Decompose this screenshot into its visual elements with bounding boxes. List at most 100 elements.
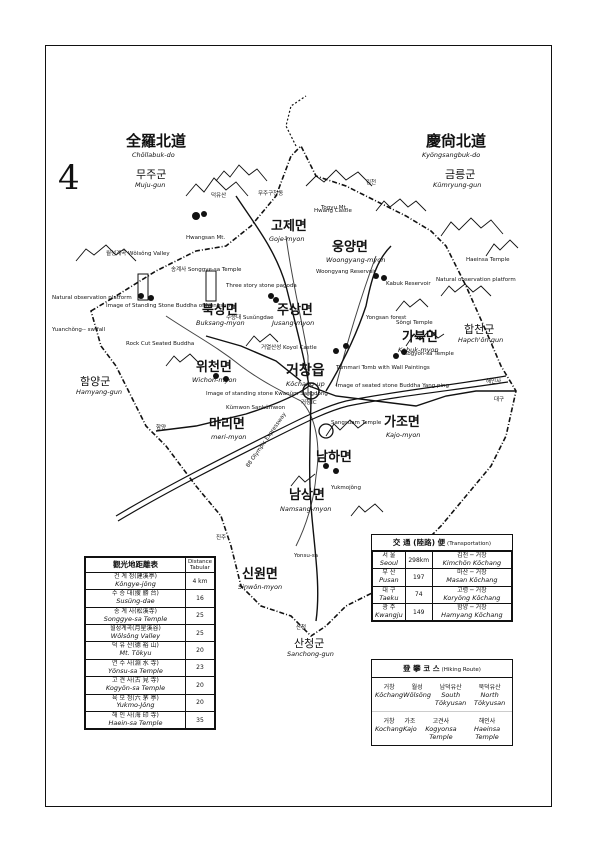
road-to-haeinsa: 해인사 (486, 379, 502, 385)
county-sancheong: 산청군 (294, 637, 325, 650)
place-suseungdae: 수승대 Susŭngdae (226, 315, 274, 321)
page-number: 4 (58, 158, 80, 198)
roads (155, 195, 516, 622)
place-koyol-castle: 거열산성 Koyol Castle (261, 345, 317, 351)
county-muju: 무주군 (136, 168, 167, 181)
hiking-table-title: 登 攀 코 스 (403, 664, 440, 673)
place-yonsusa: Yonsu-sa (294, 553, 319, 559)
rivers (165, 235, 377, 547)
place-stone-buddha: Image of seated stone Buddha Yang ping (336, 383, 449, 389)
town-wicheon-roman: Wichon-myon (192, 376, 237, 384)
place-wolsong: 월성계곡 Wŏlsŏng Valley (106, 251, 170, 257)
town-goje: 고제면 (271, 219, 307, 234)
town-buksang-roman: Buksang-myon (196, 319, 245, 327)
county-gimcheon: 금릉군 (445, 168, 476, 181)
place-standing-stone: Image of Standing Stone Buddha of Nongsa… (106, 303, 236, 309)
road-to-jinju: 진주 (216, 535, 227, 541)
province-boundary (285, 95, 307, 147)
road-to-hamyang: 함양 (156, 425, 167, 431)
standing-buddha-figure (137, 273, 149, 301)
province-gyeongbuk-hanja: 慶尙北道 (426, 132, 487, 150)
town-buksang: 북상면 (202, 303, 238, 318)
place-tummari-tomb: Tummari Tomb with Wall Paintings (336, 365, 430, 371)
place-woongyang-reservoir: Woongyang Reservoir (316, 269, 377, 275)
place-three-story: Three story stone pagoda (226, 283, 297, 289)
town-gajo: 가조면 (384, 415, 420, 430)
place-pagoda-stone: Image of standing stone Kwanŭm Sangdong (206, 391, 328, 397)
county-hamyang-roman: Hamyang-gun (76, 388, 122, 396)
province-gyeongbuk-roman: Kyŏngsangbuk-do (422, 151, 481, 159)
tree-symbols (138, 211, 407, 474)
pagoda-figure (205, 270, 217, 302)
town-sinwon: 신원면 (242, 567, 278, 582)
town-gajo-roman: Kajo-myon (386, 431, 421, 439)
place-songgye: 송계사 Songgye-sa Temple (171, 267, 242, 273)
province-chonbuk-roman: Chŏllabuk-do (132, 151, 175, 159)
town-geochang-roman: Kŏchang-up (286, 380, 325, 388)
county-hapcheon: 합천군 (464, 323, 495, 336)
county-muju-roman: Muju-gun (135, 181, 166, 189)
town-namsang: 남상면 (289, 488, 325, 503)
place-yusong: Yuanchŏng-- sw fall (52, 327, 106, 333)
map-frame: 4 全羅北道 Chŏllabuk-do 慶尙北道 Kyŏngsangbuk-do… (45, 45, 552, 807)
place-buddha-rock: Rock Cut Seated Buddha (126, 341, 195, 347)
county-hapcheon-roman: Hapch'ŏn-gun (458, 336, 504, 344)
place-hwang-castle: Hwang Castle (314, 208, 352, 214)
place-deogyu: 덕유산 (211, 193, 227, 199)
hiking-table-subtitle: (Hiking Route) (441, 667, 481, 673)
distance-table-title: 觀光地距離表 (85, 557, 186, 573)
town-geochang: 거창읍 (286, 363, 325, 379)
place-hwangsan: Hwangsan Mt. (186, 235, 226, 241)
place-natural-obs-east: Natural observation platform (436, 277, 516, 283)
county-hamyang: 함양군 (80, 375, 111, 388)
place-haeinsa: Haeinsa Temple (466, 257, 510, 263)
town-nangha: 남하면 (316, 450, 352, 465)
town-mari-roman: meri-myon (211, 433, 247, 441)
place-muju-gucheon: 무주구천동 (258, 191, 284, 197)
place-yongam: Yongsan forest (366, 315, 407, 321)
town-jusang: 주상면 (277, 303, 313, 318)
county-gimcheon-roman: Kŭmryung-gun (433, 181, 482, 189)
place-geochang-ic: 거창IC (301, 400, 317, 406)
town-wicheon: 위천면 (196, 360, 232, 375)
province-chonbuk-hanja: 全羅北道 (126, 132, 187, 150)
town-sinwon-roman: Sinwŏn-myon (238, 583, 283, 591)
place-yeongcheon: Kŭmwon Sankŭmwon (226, 405, 286, 411)
town-namsang-roman: Namsang-myon (280, 505, 332, 513)
place-mt-toggyu: Togyu Mt. (321, 205, 348, 211)
geochang-ic-marker (302, 382, 320, 400)
map-drawing (75, 95, 519, 638)
transport-table-title: 交 通 (陸路) 便 (392, 538, 446, 547)
place-yukmojong: Yukmojŏng (331, 485, 361, 491)
town-jusang-roman: Jusang-myon (272, 319, 315, 327)
town-gabuk: 가북면 (402, 330, 438, 345)
town-ungyang: 웅양면 (332, 240, 368, 255)
mountain-illustrations (75, 164, 519, 517)
distance-table: 觀光地距離表 Distance Tabular 건 계 정(建溪亭)Kŏngye… (84, 556, 216, 731)
place-kabuk-reservoir: Kabuk Reservoir (386, 281, 431, 287)
place-natural-obs-west: Natural observation platform (52, 295, 132, 301)
town-mari: 마리면 (209, 417, 245, 432)
road-to-sancheong: 산청 (296, 625, 307, 631)
town-ungyang-roman: Woongyang-myon (326, 256, 386, 264)
place-kogyon: Kogyon-sa Temple (404, 351, 454, 357)
transport-table-subtitle: (Transportation) (447, 541, 492, 547)
expressway (115, 375, 509, 522)
